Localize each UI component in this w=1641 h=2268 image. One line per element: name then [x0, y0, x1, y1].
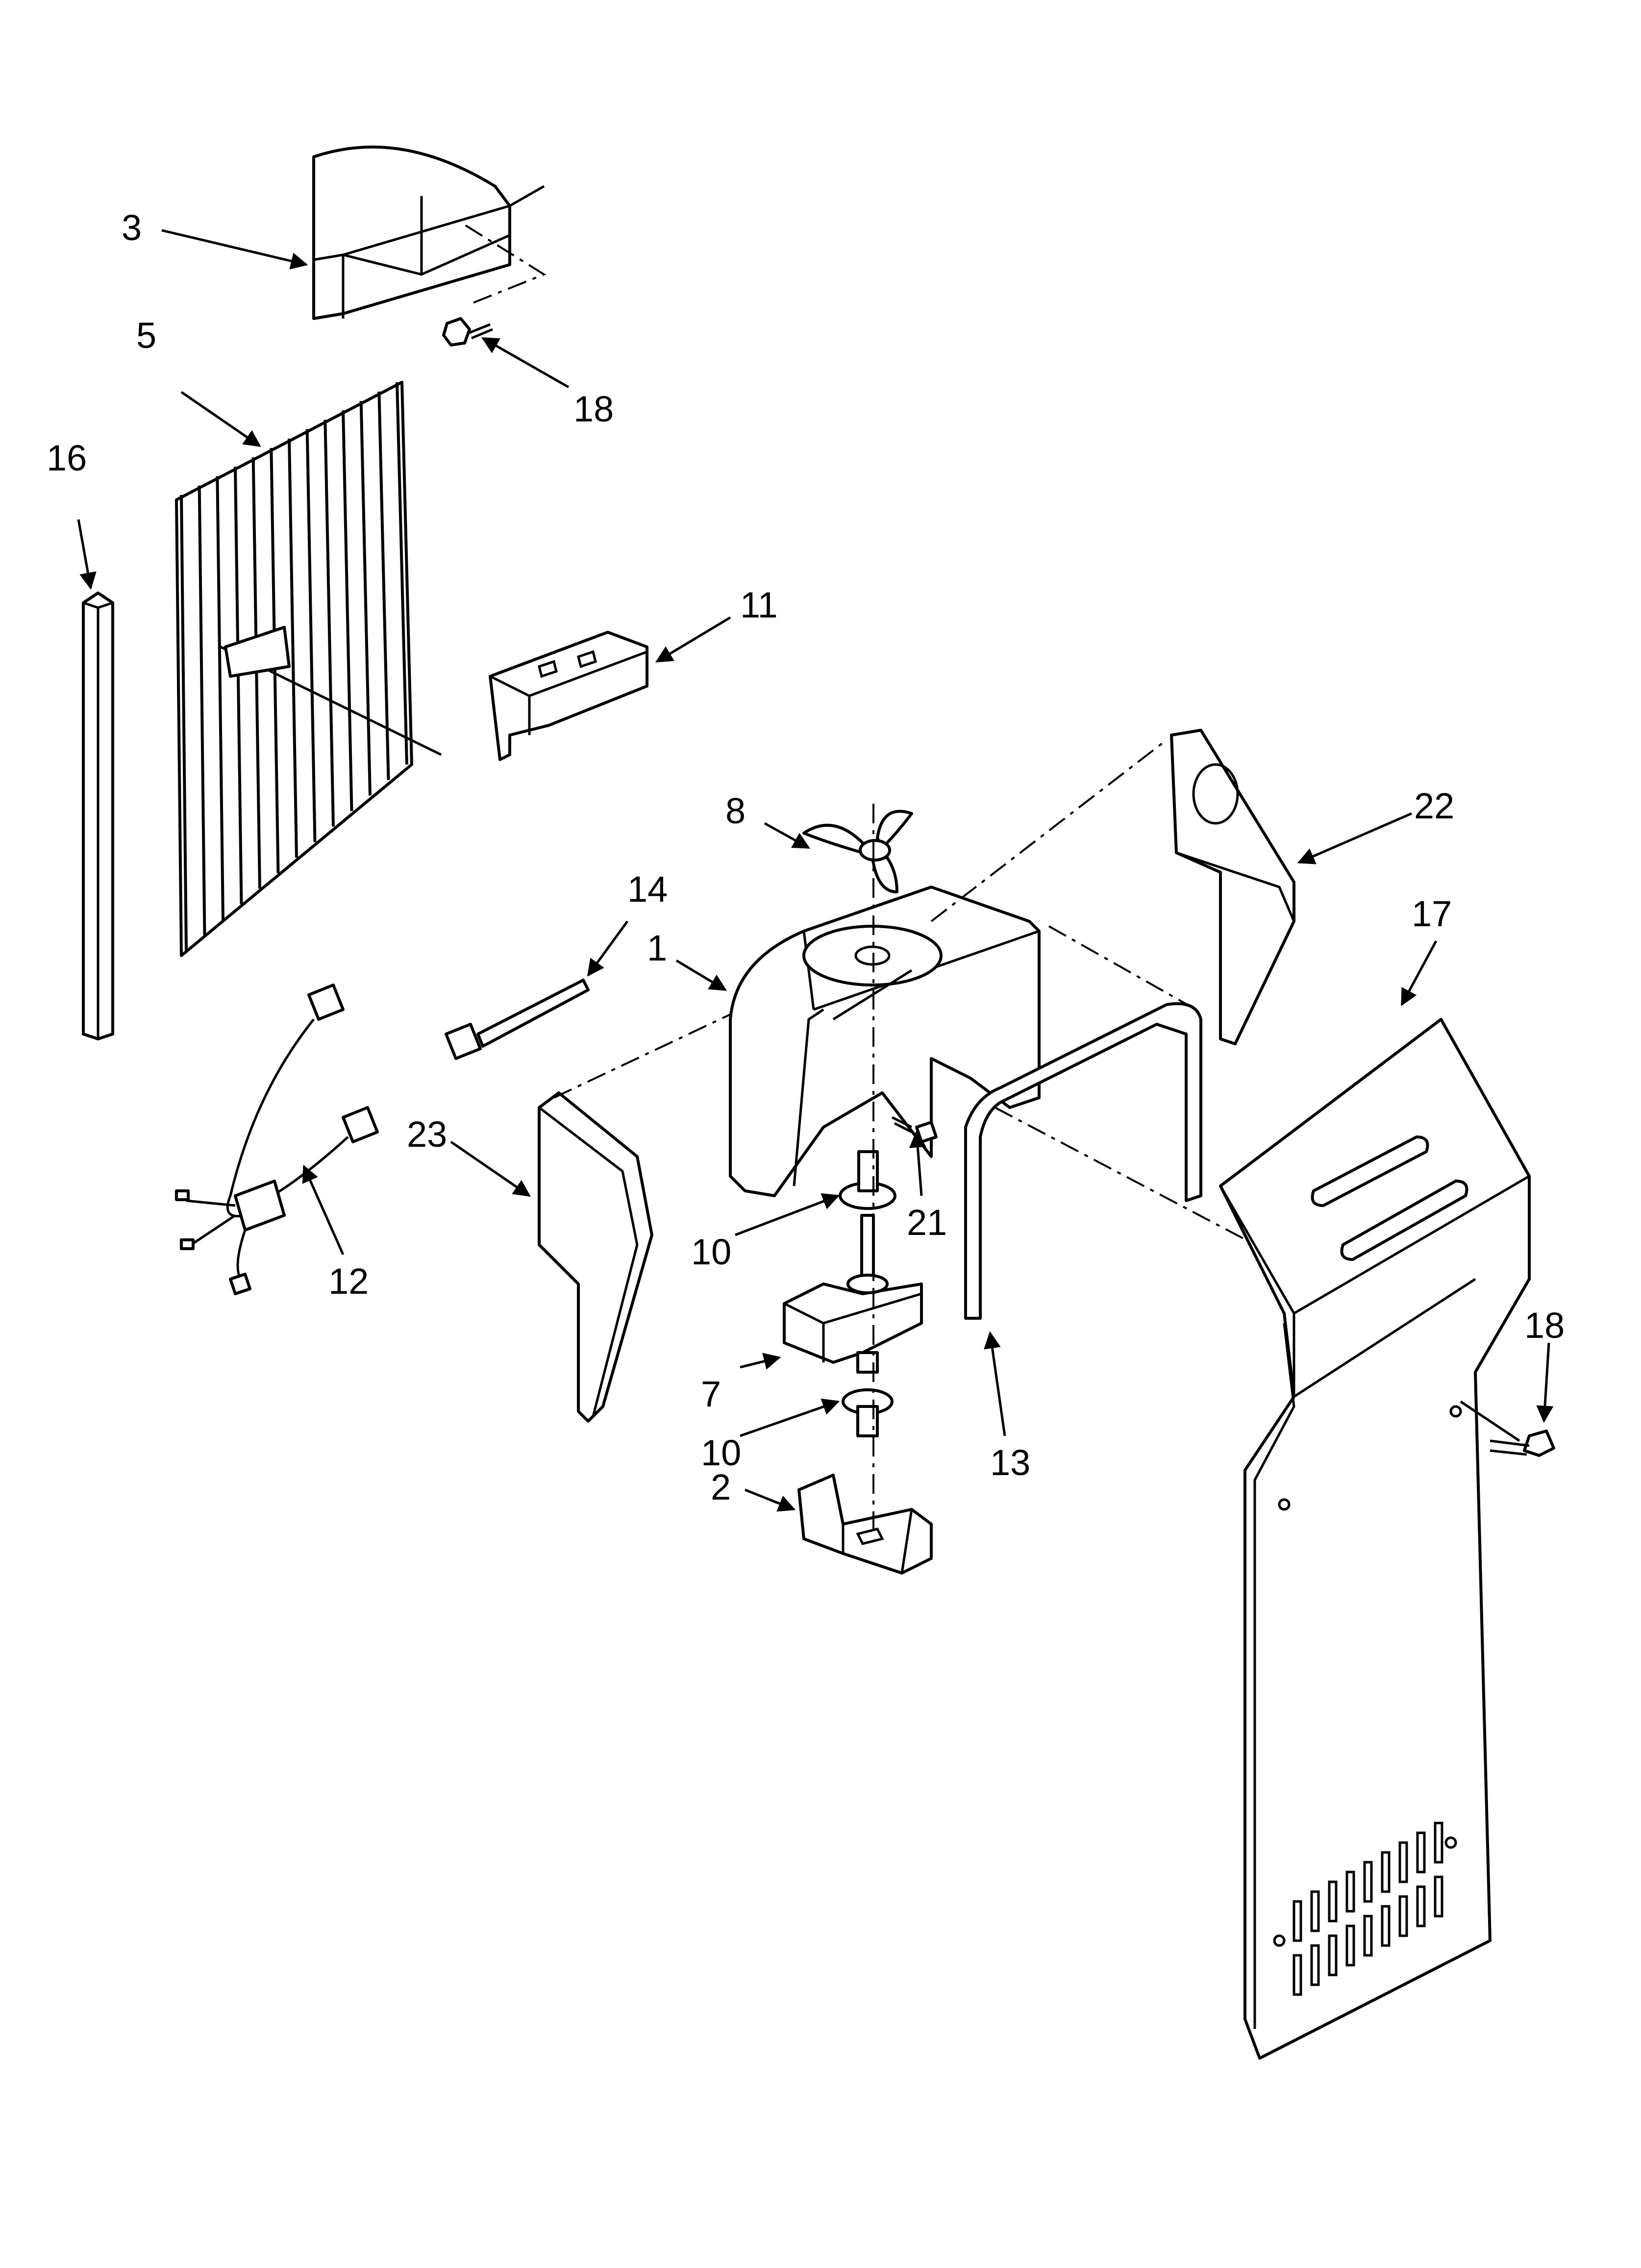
part-11-bracket	[489, 631, 648, 761]
grid-rib	[180, 494, 188, 951]
callout-7: 7	[701, 1374, 721, 1414]
callout-17: 17	[1412, 893, 1452, 934]
part-16-strip	[82, 592, 114, 1040]
vent-slot	[1381, 1905, 1391, 1947]
grid-rib	[359, 401, 372, 796]
callout-12: 12	[328, 1261, 369, 1302]
grid-rib	[396, 382, 408, 765]
part-14-cable-tie	[445, 979, 590, 1060]
vent-slot	[1381, 1851, 1391, 1893]
callout-18: 18	[573, 389, 614, 429]
vent-slot	[1328, 1934, 1338, 1976]
part-12-wire-harness	[175, 984, 379, 1295]
screw-icon	[891, 1116, 938, 1143]
part-22-side-panel	[1170, 729, 1295, 1045]
callout-8: 8	[725, 790, 746, 831]
callout-13: 13	[990, 1442, 1030, 1483]
vent-slot	[1363, 1915, 1373, 1957]
callout-3: 3	[122, 207, 142, 248]
part-2-bottom-bracket	[797, 1474, 933, 1575]
part-5-evaporator-grid	[175, 381, 442, 957]
callout-23: 23	[407, 1114, 447, 1155]
part-1-fan-shroud	[729, 886, 1041, 1197]
grid-rib	[342, 410, 353, 812]
vent-slot	[1310, 1890, 1320, 1932]
callout-16: 16	[47, 438, 87, 478]
callout-14: 14	[627, 869, 668, 910]
callout-10: 10	[701, 1432, 741, 1473]
vent-slot	[1328, 1880, 1338, 1923]
callout-18: 18	[1524, 1305, 1565, 1346]
vent-slot	[1416, 1885, 1426, 1927]
grid-rib	[305, 429, 317, 842]
grid-rib	[216, 476, 224, 920]
callout-10: 10	[691, 1232, 731, 1272]
part-10-washer-lower	[842, 1388, 894, 1437]
grid-rib	[288, 438, 298, 858]
part-10-washer-upper	[839, 1150, 896, 1210]
vent-slot	[1434, 1875, 1443, 1918]
part-13-u-seal	[964, 1002, 1202, 1320]
vent-slot	[1398, 1895, 1408, 1937]
part-8-fan-blade	[802, 810, 913, 893]
callout-1: 1	[647, 928, 667, 968]
grid-rib	[323, 419, 335, 827]
callout-2: 2	[711, 1467, 731, 1507]
vent-slot	[1310, 1944, 1320, 1986]
vent-slot	[1345, 1924, 1355, 1967]
part-17-rear-panel	[1219, 1018, 1531, 2060]
part-7-motor	[783, 1214, 923, 1374]
callout-11: 11	[740, 585, 778, 625]
callout-22: 22	[1414, 786, 1454, 826]
vent-slot	[1434, 1822, 1443, 1864]
part-3-cover	[312, 146, 511, 320]
vent-slot	[1293, 1900, 1302, 1942]
grid-rib	[377, 392, 390, 780]
part-23-panel	[538, 1091, 653, 1423]
grid-rib	[234, 467, 243, 905]
callout-21: 21	[907, 1202, 947, 1243]
vent-slot	[1345, 1871, 1355, 1913]
callout-5: 5	[136, 315, 156, 356]
vent-slot	[1398, 1841, 1408, 1883]
grid-rib	[198, 485, 206, 936]
screw-icon	[442, 317, 493, 346]
vent-slot	[1416, 1831, 1426, 1874]
vent-slot	[1363, 1861, 1373, 1903]
vent-slot	[1293, 1954, 1302, 1996]
screw-icon	[1460, 1400, 1555, 1457]
